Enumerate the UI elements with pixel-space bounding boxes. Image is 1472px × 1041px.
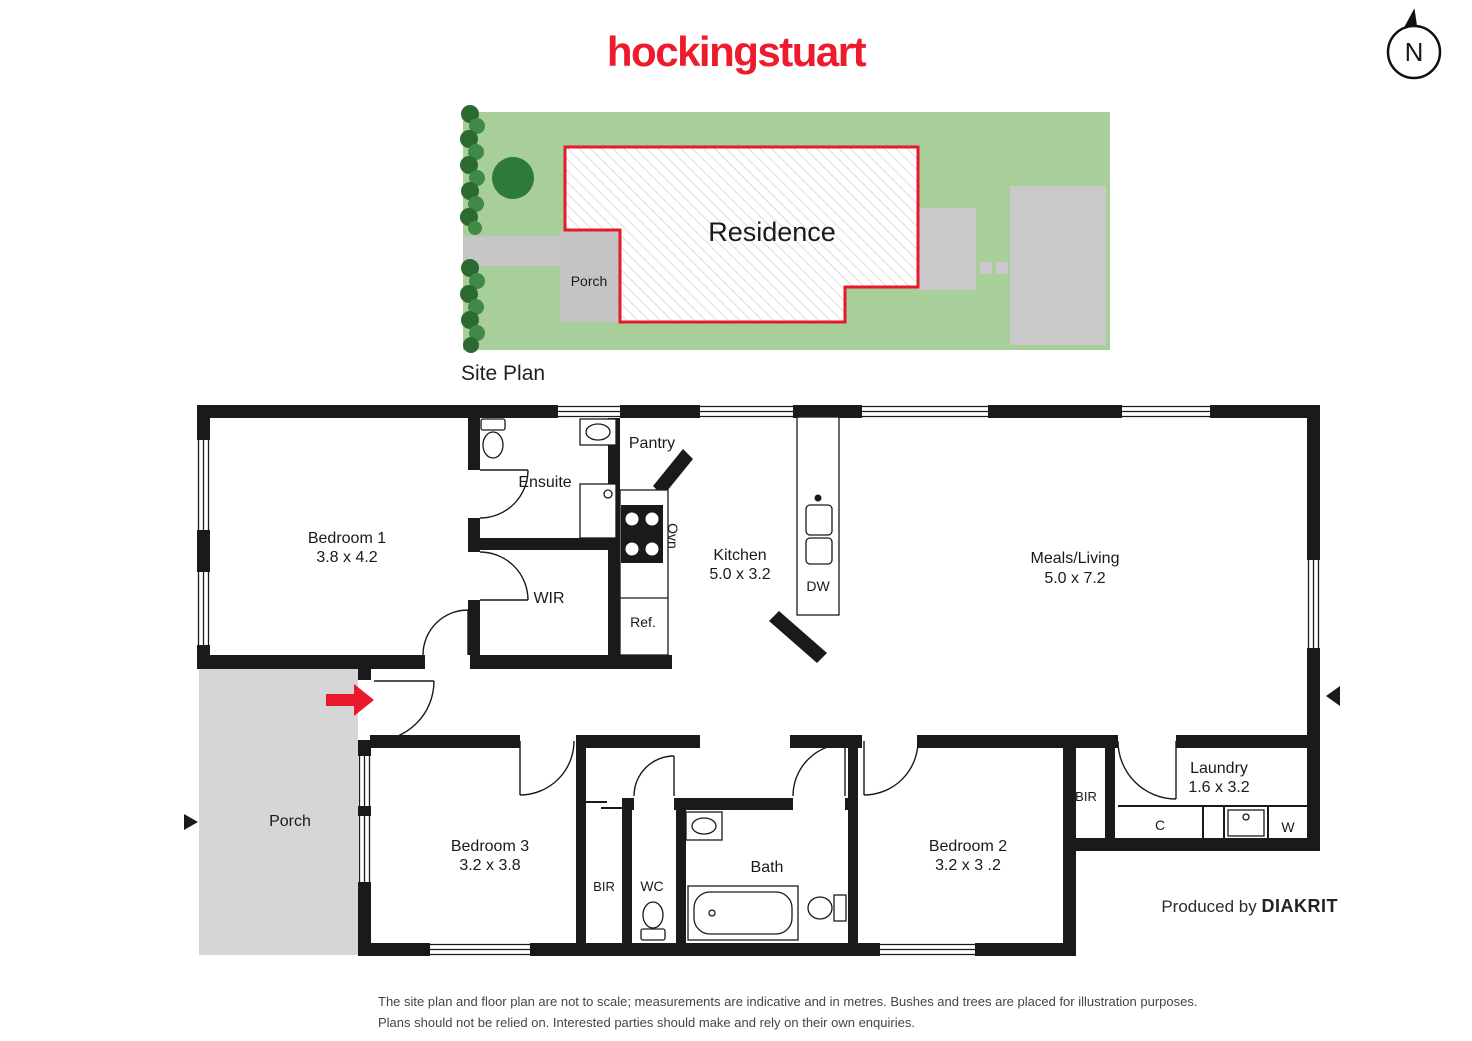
compass-n-label: N: [1405, 37, 1424, 67]
door-icon: [422, 609, 469, 656]
window-icon: [862, 405, 988, 418]
bedroom2-dims: 3.2 x 3 .2: [935, 857, 1001, 874]
site-porch-label: Porch: [571, 273, 608, 289]
toilet-icon: [807, 894, 847, 922]
sink-icon: [579, 418, 617, 446]
site-plan: Residence Porch: [460, 105, 1110, 353]
credits: Produced by DIAKRIT: [1098, 896, 1338, 917]
meals-living-dims: 5.0 x 7.2: [1044, 570, 1105, 587]
door-icon: [519, 740, 575, 796]
laundry-label: Laundry: [1190, 760, 1248, 777]
walls: [197, 405, 1320, 956]
porch-slab: [199, 669, 358, 955]
porch-label: Porch: [269, 813, 311, 830]
bath-label: Bath: [751, 859, 784, 876]
window-icon: [358, 756, 371, 806]
cooktop-icon: [621, 505, 663, 563]
bedroom2-label: Bedroom 2: [929, 838, 1007, 855]
sliding-door-icon: [586, 801, 622, 809]
window-icon: [197, 572, 210, 645]
window-icon: [430, 943, 530, 956]
door-icon: [863, 740, 919, 796]
site-structure: [918, 208, 976, 290]
sink-icon: [685, 811, 723, 841]
producer-logo: DIAKRIT: [1261, 896, 1338, 916]
site-garage: [1010, 186, 1106, 345]
doors: [373, 469, 1177, 809]
window-icon: [1122, 405, 1210, 418]
fridge-label: Ref.: [630, 614, 656, 630]
cupboard-label: C: [1155, 817, 1165, 833]
bedroom3-dims: 3.2 x 3.8: [459, 857, 520, 874]
door-icon: [479, 469, 529, 519]
door-icon: [479, 551, 529, 601]
dishwasher-label: DW: [806, 578, 830, 594]
section-marker-right-icon: [1326, 686, 1340, 706]
window-icon: [880, 943, 975, 956]
window-icon: [1307, 560, 1320, 648]
bathtub-icon: [687, 885, 799, 941]
toilet-icon: [480, 418, 506, 459]
toilet-icon: [640, 901, 666, 941]
site-driveway: [463, 236, 563, 266]
site-porch: [560, 230, 618, 322]
compass-icon: N: [1386, 8, 1442, 80]
laundry-dims: 1.6 x 3.2: [1188, 779, 1249, 796]
site-plan-caption: Site Plan: [461, 362, 546, 385]
windows: [197, 405, 1320, 956]
kitchen-sink-icon: [796, 416, 840, 616]
bir-laundry-label: BIR: [1075, 789, 1097, 804]
window-icon: [197, 440, 210, 530]
disclaimer-line-1: The site plan and floor plan are not to …: [378, 994, 1198, 1009]
door-icon: [1117, 740, 1177, 800]
bir-bed3-label: BIR: [593, 879, 615, 894]
laundry-trough-icon: [1118, 805, 1308, 838]
compass-ring: [1386, 24, 1442, 80]
bedroom1-dims: 3.8 x 4.2: [316, 549, 377, 566]
wc-label: WC: [640, 878, 663, 894]
brand-logo: hockingstuart: [606, 28, 867, 75]
ensuite-label: Ensuite: [518, 474, 571, 491]
entry-arrow-icon: [326, 684, 374, 716]
site-unit-1: [980, 262, 992, 274]
window-icon: [358, 816, 371, 882]
tree-icon: [492, 157, 534, 199]
fixtures: [480, 416, 1308, 941]
disclaimer-line-2: Plans should not be relied on. Intereste…: [378, 1015, 915, 1030]
oven-label: Ovn: [665, 523, 681, 549]
door-icon: [792, 743, 846, 797]
produced-by-text: Produced by: [1161, 897, 1257, 916]
front-door-icon: [373, 680, 435, 742]
wir-label: WIR: [533, 590, 564, 607]
residence-label: Residence: [708, 217, 836, 247]
pantry-label: Pantry: [629, 435, 675, 452]
washer-label: W: [1281, 819, 1295, 835]
bushes-icon: [460, 105, 485, 353]
window-icon: [558, 405, 620, 418]
kitchen-label: Kitchen: [713, 547, 766, 564]
site-unit-2: [996, 262, 1008, 274]
bedroom3-label: Bedroom 3: [451, 838, 529, 855]
kitchen-dims: 5.0 x 3.2: [709, 566, 770, 583]
shower-icon: [579, 483, 617, 539]
door-icon: [633, 755, 675, 797]
section-marker-left-icon: [184, 814, 198, 830]
window-icon: [700, 405, 793, 418]
site-residence-outline: [563, 145, 920, 324]
room-labels: Bedroom 1 3.8 x 4.2 Ensuite WIR Pantry O…: [269, 435, 1295, 894]
meals-living-label: Meals/Living: [1031, 550, 1120, 567]
bedroom1-label: Bedroom 1: [308, 530, 386, 547]
